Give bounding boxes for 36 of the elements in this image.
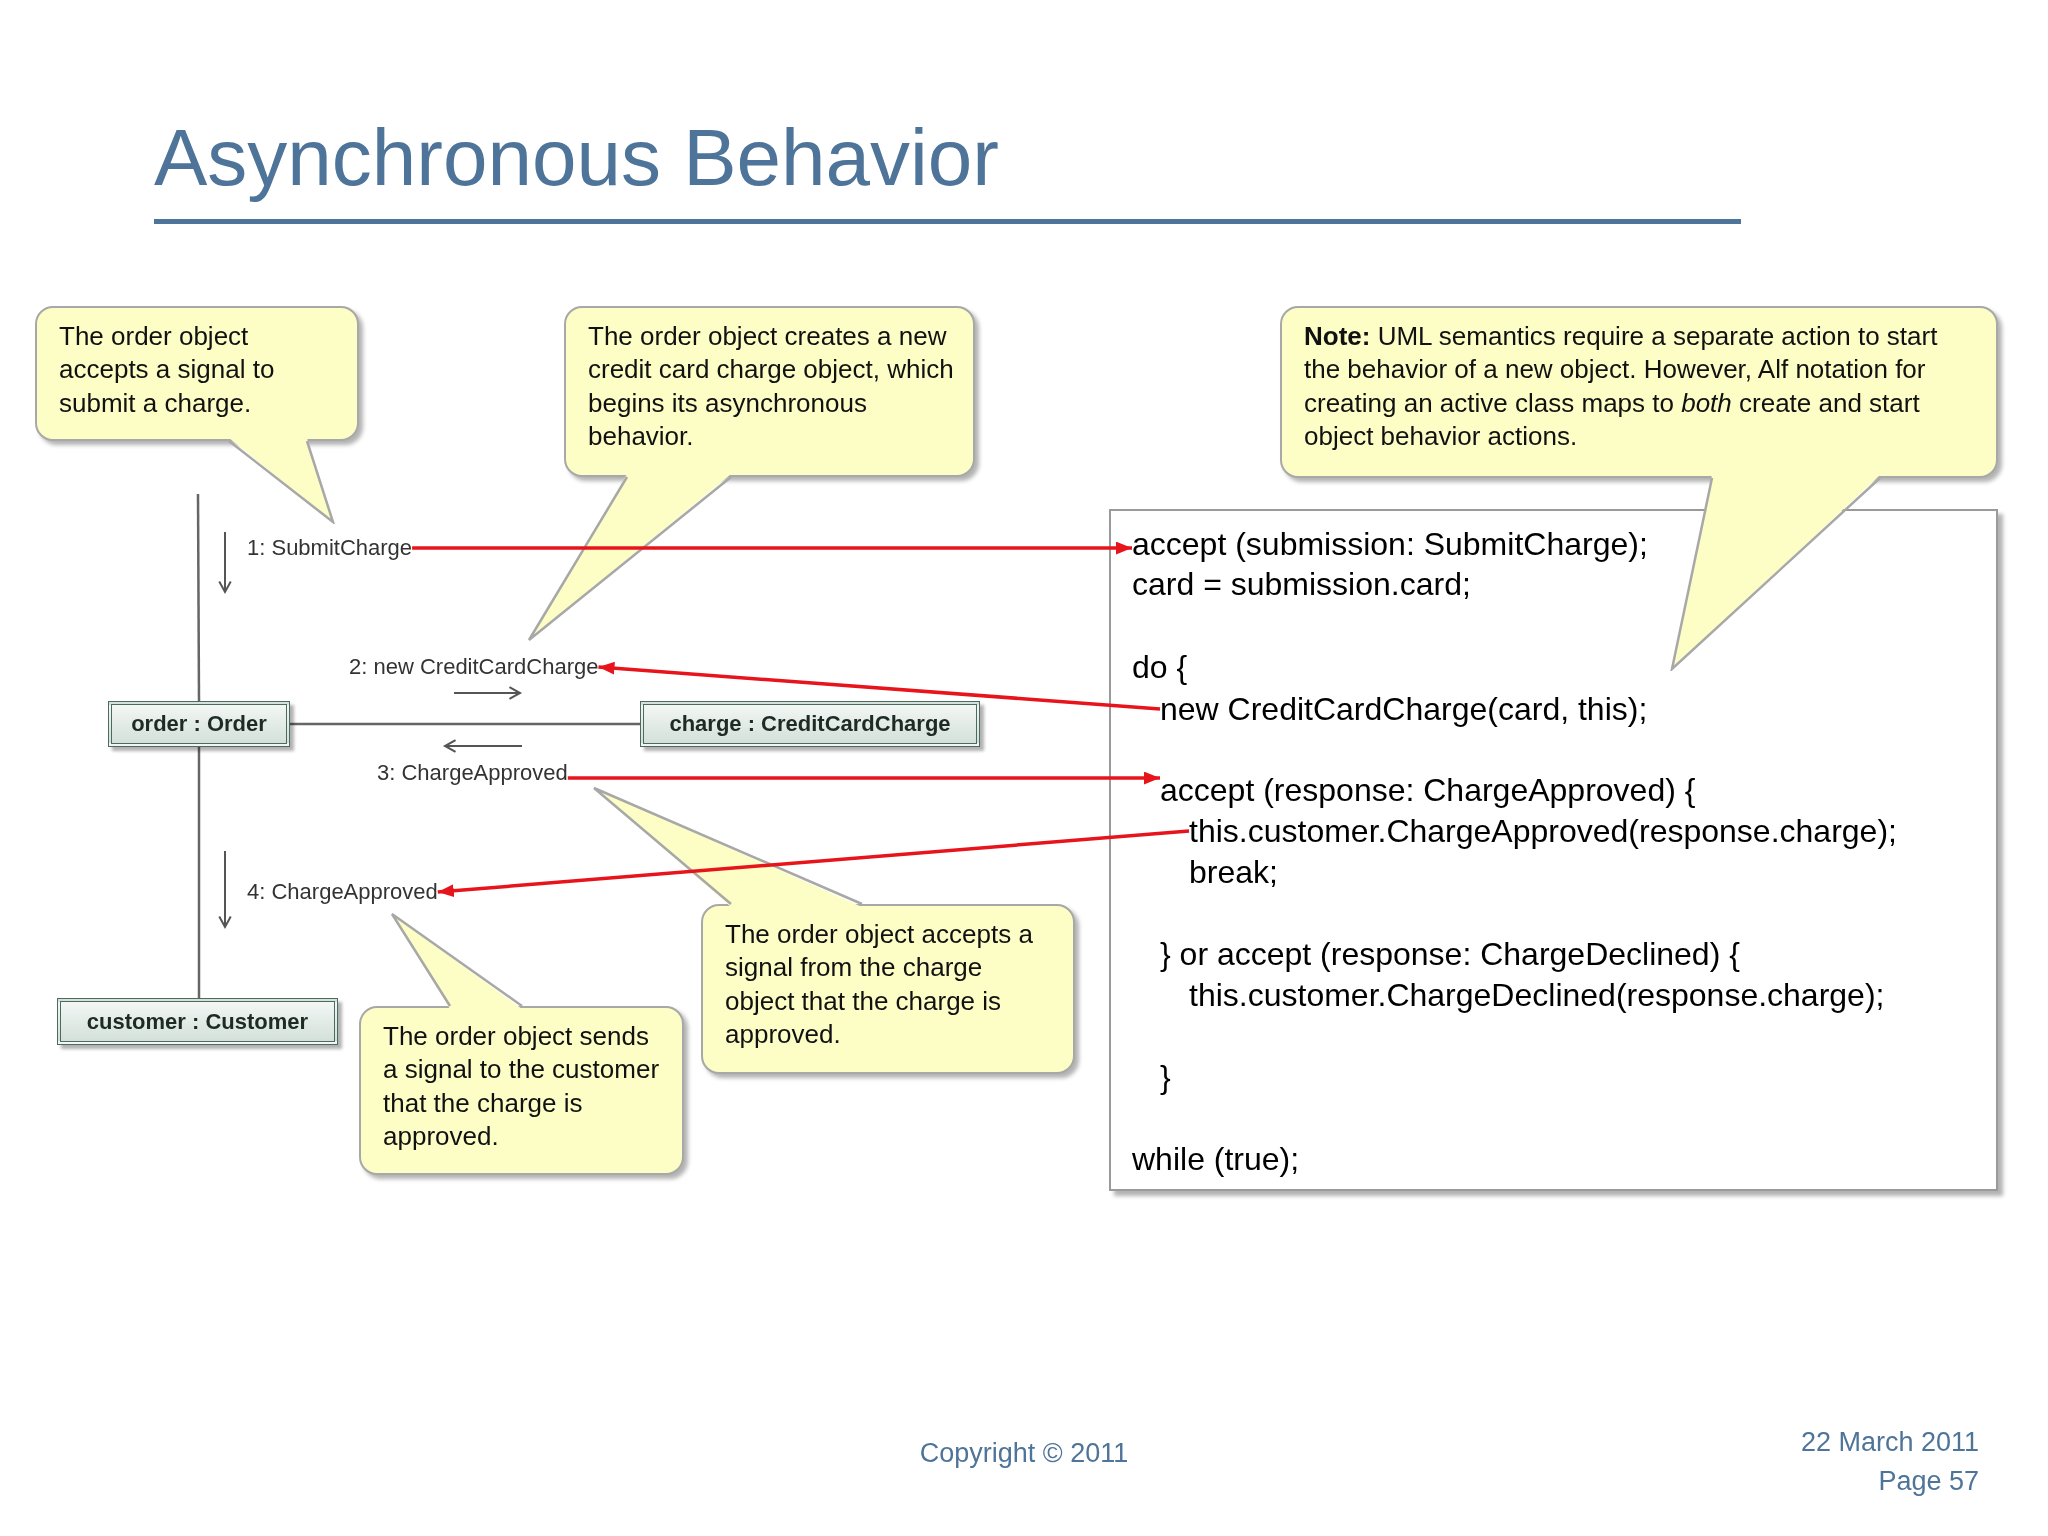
callout-text: The order object creates a new credit card charge object, which begins its asynchronous behavior. <box>588 320 955 453</box>
code-line: while (true); <box>1132 1139 1300 1179</box>
code-line: accept (submission: SubmitCharge); <box>1132 524 1648 564</box>
arrow <box>567 771 1160 785</box>
callout-text: Note: UML semantics require a separate action to start the behavior of a new object. However, Alf notation for creating an active class maps to both create and start object behavior actions. <box>1304 320 1939 453</box>
callout-text: The order object accepts a signal from the charge object that the charge is approved. <box>725 918 1034 1051</box>
code-line: } or accept (response: ChargeDeclined) { <box>1160 934 1740 974</box>
connector-line <box>290 722 640 726</box>
code-panel <box>1109 509 1998 1191</box>
footer-text: Copyright © 2011 <box>919 1438 1129 1469</box>
code-line: this.customer.ChargeApproved(response.charge); <box>1189 811 1897 851</box>
code-line: accept (response: ChargeApproved) { <box>1160 770 1696 810</box>
code-line: this.customer.ChargeDeclined(response.charge); <box>1189 975 1885 1015</box>
message-label: 3: ChargeApproved <box>377 760 568 786</box>
code-line: } <box>1160 1057 1171 1097</box>
code-line: new CreditCardCharge(card, this); <box>1160 689 1648 729</box>
connector-line <box>197 747 201 998</box>
callout <box>701 904 1075 1074</box>
object-box: customer : Customer <box>57 998 338 1045</box>
message-label: 1: SubmitCharge <box>247 535 413 561</box>
arrow <box>437 829 1190 898</box>
message-label: 2: new CreditCardCharge <box>349 654 599 680</box>
slide-title: Asynchronous Behavior <box>154 112 999 204</box>
callout-text: The order object sends a signal to the customer that the charge is approved. <box>383 1020 661 1153</box>
object-box: order : Order <box>108 701 290 747</box>
page-number: Page 57 <box>1878 1466 1979 1497</box>
object-box: charge : CreditCardCharge <box>640 701 980 747</box>
message-label: 4: ChargeApproved <box>247 879 438 905</box>
code-line: do { <box>1132 647 1188 687</box>
code-line: card = submission.card; <box>1132 564 1471 604</box>
arrow <box>412 541 1132 555</box>
arrow <box>598 661 1161 711</box>
date-text: 22 March 2011 <box>1800 1427 1979 1458</box>
callout-text: The order object accepts a signal to submit a charge. <box>59 320 276 420</box>
connector-line <box>196 494 201 701</box>
code-line: break; <box>1189 852 1278 892</box>
